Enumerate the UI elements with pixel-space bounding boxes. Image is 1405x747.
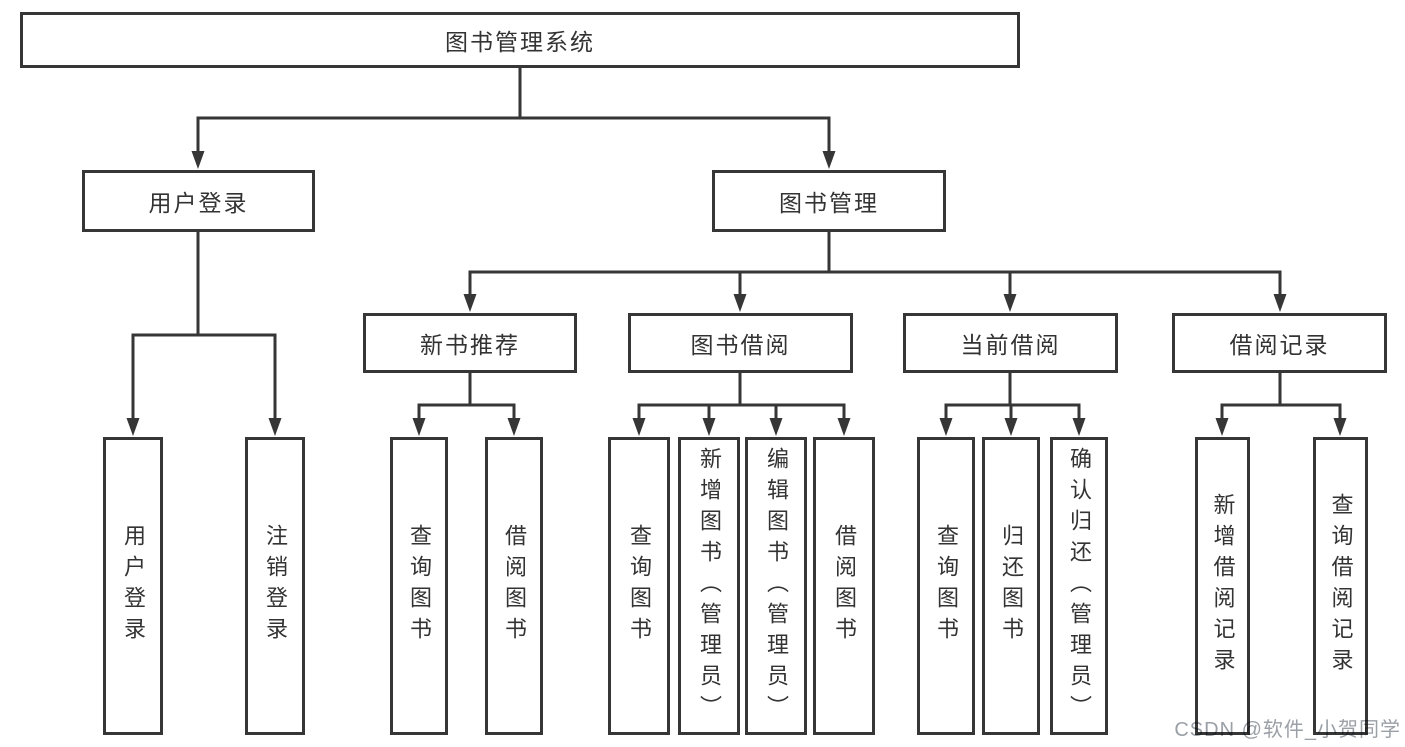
leaf-query-books-borrow: 查询图书 [608,437,670,735]
node-book-management: 图书管理 [712,170,946,232]
node-user-login: 用户登录 [82,170,315,232]
leaf-add-borrow-record: 新增借阅记录 [1195,437,1250,735]
leaf-user-login: 用户登录 [103,437,163,735]
leaf-query-books-current: 查询图书 [917,437,975,735]
leaf-confirm-return-admin: 确认归还（管理员） [1050,437,1108,735]
leaf-query-borrow-record: 查询借阅记录 [1313,437,1368,735]
leaf-query-books-recommend: 查询图书 [390,437,448,735]
node-current-borrow: 当前借阅 [903,313,1118,373]
leaf-borrow-books-recommend: 借阅图书 [485,437,543,735]
leaf-return-books: 归还图书 [982,437,1040,735]
node-borrow-records: 借阅记录 [1172,313,1387,373]
leaf-add-books-admin: 新增图书（管理员） [678,437,740,735]
node-library-management-system: 图书管理系统 [20,12,1020,68]
leaf-edit-books-admin: 编辑图书（管理员） [745,437,807,735]
csdn-watermark: CSDN @软件_小贺同学 [1174,719,1401,741]
node-new-book-recommend: 新书推荐 [363,313,577,373]
node-book-borrow: 图书借阅 [628,313,853,373]
leaf-logout: 注销登录 [245,437,305,735]
leaf-borrow-books: 借阅图书 [813,437,875,735]
